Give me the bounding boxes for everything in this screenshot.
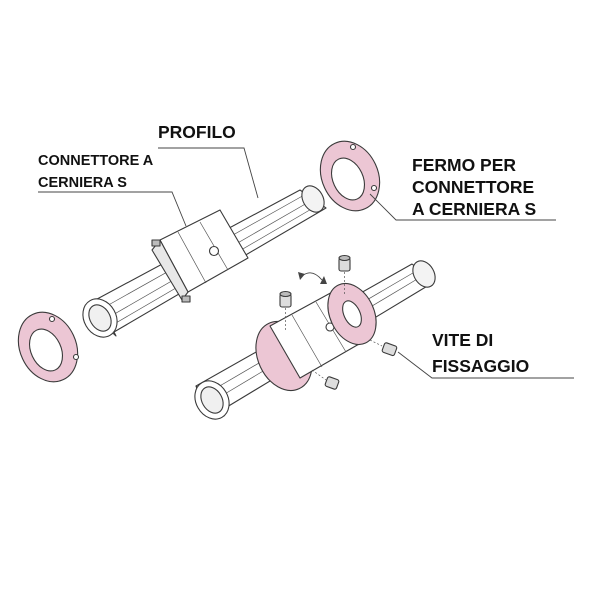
label-connettore-line2: CERNIERA S bbox=[38, 175, 127, 191]
top-assembly bbox=[17, 185, 327, 383]
label-fermo-line3: A CERNIERA S bbox=[412, 199, 536, 219]
set-screw-left bbox=[279, 290, 292, 330]
label-vite-line1: VITE DI bbox=[432, 330, 493, 350]
set-screw-bottom bbox=[311, 369, 340, 390]
stop-ring-left bbox=[17, 311, 80, 383]
label-fermo-line1: FERMO PER bbox=[412, 155, 516, 175]
label-profilo: PROFILO bbox=[158, 122, 236, 142]
labels: PROFILO CONNETTORE A CERNIERA S FERMO PE… bbox=[38, 122, 536, 376]
label-connettore-line1: CONNETTORE A bbox=[38, 153, 154, 169]
stop-ring-right bbox=[319, 140, 381, 212]
bottom-assembly bbox=[194, 254, 436, 420]
label-fermo-line2: CONNETTORE bbox=[412, 177, 534, 197]
set-screw-right bbox=[369, 339, 398, 357]
hinge-connector-top bbox=[151, 209, 249, 303]
label-vite-line2: FISSAGGIO bbox=[432, 356, 529, 376]
mounted-ring-back bbox=[327, 282, 377, 346]
leader-lines bbox=[38, 147, 574, 379]
curved-arrow-icon bbox=[298, 272, 327, 284]
set-screw-top bbox=[338, 254, 351, 296]
